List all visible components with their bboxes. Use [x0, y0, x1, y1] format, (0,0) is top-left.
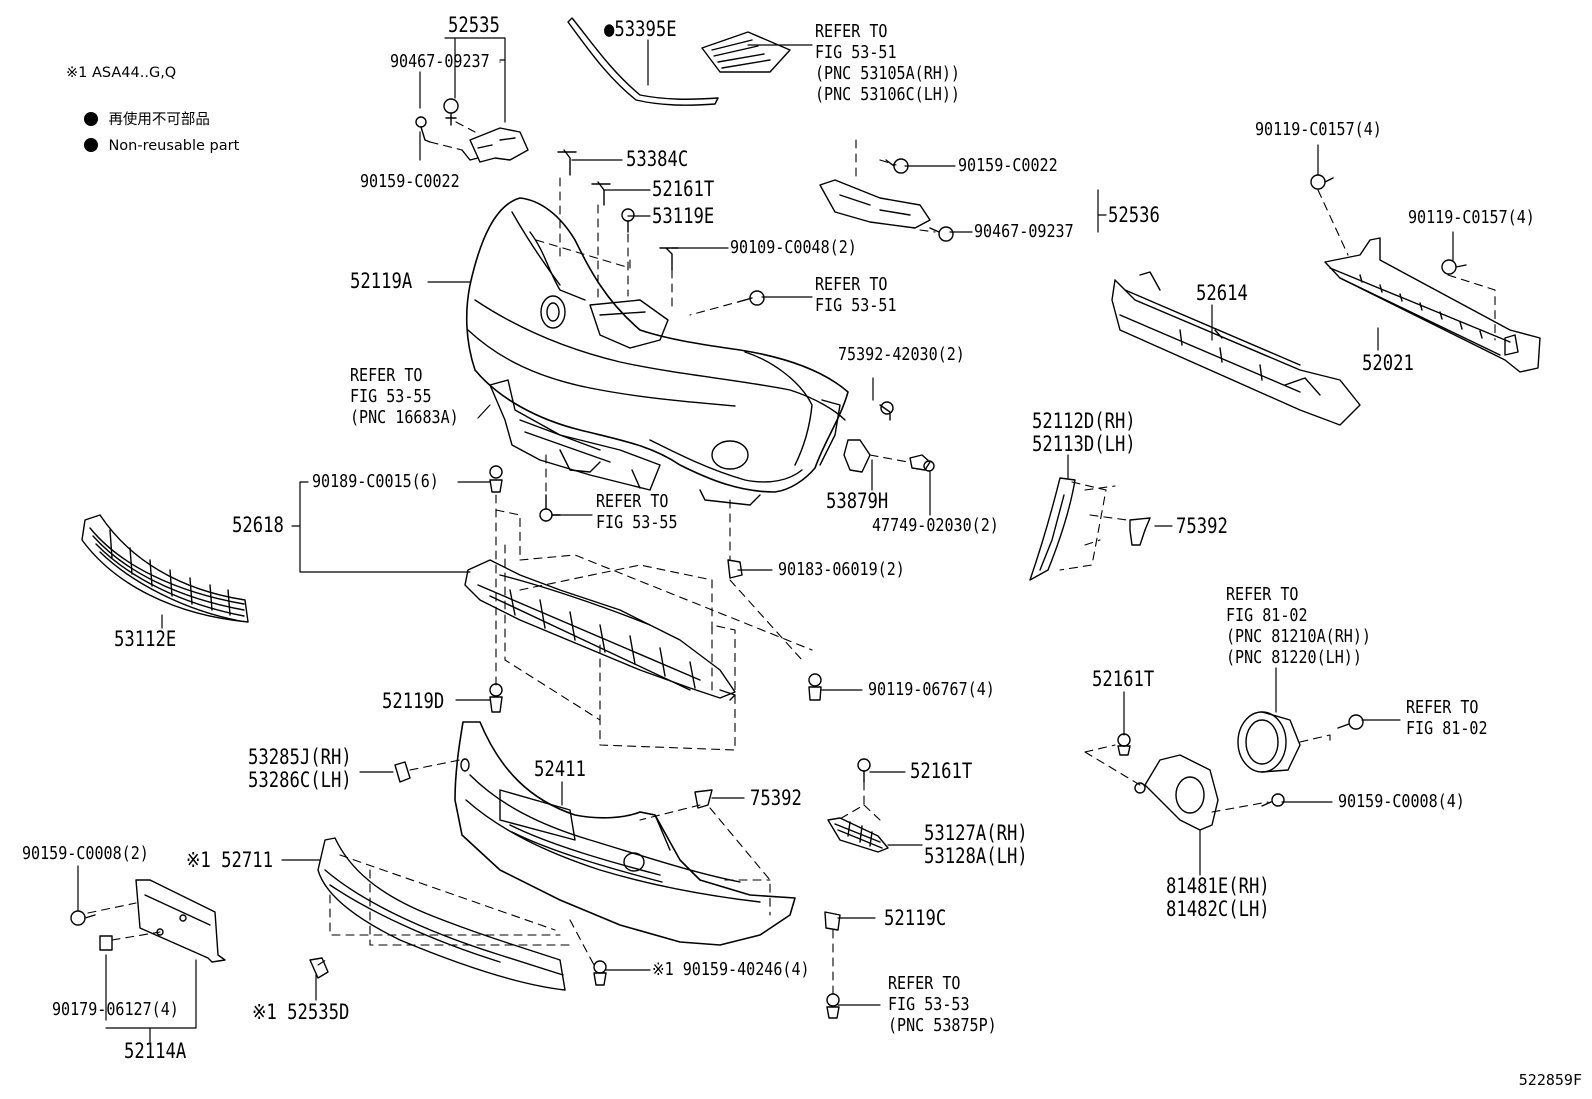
- label-52536[interactable]: 52536: [1108, 203, 1160, 227]
- label-refer-fig-81-02-right[interactable]: REFER TO FIG 81-02: [1406, 698, 1488, 739]
- label-90467-09237-left[interactable]: 90467-09237: [390, 52, 490, 72]
- label-refer-fig-53-55-left[interactable]: REFER TO FIG 53-55 (PNC 16683A): [350, 366, 459, 428]
- diagram-code: 522859F: [1518, 1071, 1582, 1089]
- spoiler-52711: [309, 837, 607, 991]
- bracket-52536: [819, 179, 931, 229]
- fasteners-upper: [415, 98, 954, 421]
- label-90467-09237-right[interactable]: 90467-09237: [974, 222, 1074, 242]
- label-52618[interactable]: 52618: [232, 513, 284, 537]
- label-90183-06019[interactable]: 90183-06019(2): [778, 560, 905, 580]
- label-53879h[interactable]: 53879H: [826, 489, 889, 513]
- label-52161t-top[interactable]: 52161T: [652, 177, 715, 201]
- label-52114a[interactable]: 52114A: [124, 1039, 187, 1063]
- label-90119-c0157-top[interactable]: 90119-C0157(4): [1255, 120, 1382, 140]
- label-47749-02030[interactable]: 47749-02030(2): [872, 516, 999, 536]
- dashed-assembly-lines: [87, 121, 1496, 996]
- label-refer-fig-53-51-mid[interactable]: REFER TO FIG 53-51: [815, 275, 897, 316]
- label-52614[interactable]: 52614: [1196, 281, 1248, 305]
- label-53285j-53286c[interactable]: 53285J(RH) 53286C(LH): [248, 745, 352, 792]
- legend-en: Non-reusable part: [66, 119, 239, 173]
- label-90119-06767[interactable]: 90119-06767(4): [868, 680, 995, 700]
- label-81481e-81482c[interactable]: 81481E(RH) 81482C(LH): [1166, 874, 1270, 921]
- label-53112e[interactable]: 53112E: [114, 627, 177, 651]
- side-retainer: [1029, 477, 1076, 581]
- label-90179-06127[interactable]: 90179-06127(4): [52, 1000, 179, 1020]
- upper-bumper-cover: [465, 197, 849, 506]
- label-53384c[interactable]: 53384C: [626, 147, 689, 171]
- label-53119e[interactable]: 53119E: [652, 204, 715, 228]
- label-90109-c0048[interactable]: 90109-C0048(2): [730, 238, 857, 258]
- label-refer-fig-53-53[interactable]: REFER TO FIG 53-53 (PNC 53875P): [888, 974, 997, 1036]
- non-reusable-dot-icon: [84, 112, 99, 126]
- side-grille-53127a: [827, 758, 889, 853]
- label-52112d-52113d[interactable]: 52112D(RH) 52113D(LH): [1032, 409, 1136, 456]
- lower-grille-52618: [464, 465, 822, 713]
- absorber-52614: [1111, 271, 1361, 426]
- label-53127a-53128a[interactable]: 53127A(RH) 53128A(LH): [924, 821, 1028, 868]
- label-75392-42030[interactable]: 75392-42030(2): [838, 345, 965, 365]
- label-90159-c0008-right[interactable]: 90159-C0008(4): [1338, 792, 1465, 812]
- label-52161t-right[interactable]: 52161T: [1092, 667, 1155, 691]
- label-52535d[interactable]: ※1 52535D: [252, 1000, 350, 1024]
- label-90159-c0022-right[interactable]: 90159-C0022: [958, 156, 1058, 176]
- label-refer-fig-53-55-center[interactable]: REFER TO FIG 53-55: [596, 492, 678, 533]
- non-reusable-dot-icon: [84, 138, 99, 152]
- clip-75392: [1129, 517, 1151, 546]
- grille-53112e: [81, 514, 249, 623]
- label-90119-c0157-right[interactable]: 90119-C0157(4): [1408, 208, 1535, 228]
- label-refer-fig-53-51-top[interactable]: REFER TO FIG 53-51 (PNC 53105A(RH)) (PNC…: [815, 22, 960, 105]
- grille-insert: [701, 31, 791, 73]
- label-90159-c0022-left[interactable]: 90159-C0022: [360, 172, 460, 192]
- label-90159-c0008-left[interactable]: 90159-C0008(2): [22, 844, 149, 864]
- bracket-52535: [461, 127, 529, 163]
- legend-en-text: Non-reusable part: [108, 138, 240, 154]
- label-90189-c0015[interactable]: 90189-C0015(6): [312, 472, 439, 492]
- retainer-53879h: [843, 439, 935, 473]
- fog-bracket-81481e: [1117, 733, 1285, 831]
- label-53395e[interactable]: ●53395E: [604, 17, 677, 41]
- leader-lines: [77, 37, 1454, 1043]
- label-52119d[interactable]: 52119D: [382, 689, 445, 713]
- label-52535[interactable]: 52535: [448, 13, 500, 37]
- plate-bracket-52114a: [70, 879, 226, 963]
- label-52021[interactable]: 52021: [1362, 351, 1414, 375]
- label-refer-fig-81-02-top[interactable]: REFER TO FIG 81-02 (PNC 81210A(RH)) (PNC…: [1226, 585, 1371, 668]
- label-52411[interactable]: 52411: [534, 757, 586, 781]
- label-75392-right[interactable]: 75392: [1176, 514, 1228, 538]
- lower-bumper-cover-52411: [454, 721, 796, 946]
- legend-note: ※1 ASA44..G,Q: [66, 65, 177, 81]
- label-75392-center[interactable]: 75392: [750, 786, 802, 810]
- reinforcement-52021: [1310, 174, 1541, 373]
- fog-lamp: [1237, 711, 1364, 773]
- label-52119a[interactable]: 52119A: [350, 269, 413, 293]
- label-90159-40246[interactable]: ※1 90159-40246(4): [652, 960, 810, 980]
- label-52161t-lower[interactable]: 52161T: [910, 759, 973, 783]
- label-52711[interactable]: ※1 52711: [186, 848, 274, 872]
- legend-jp: 再使用不可部品: [66, 93, 210, 147]
- label-52119c[interactable]: 52119C: [884, 906, 947, 930]
- molding-53395e: [567, 17, 719, 106]
- legend-jp-text: 再使用不可部品: [108, 112, 210, 128]
